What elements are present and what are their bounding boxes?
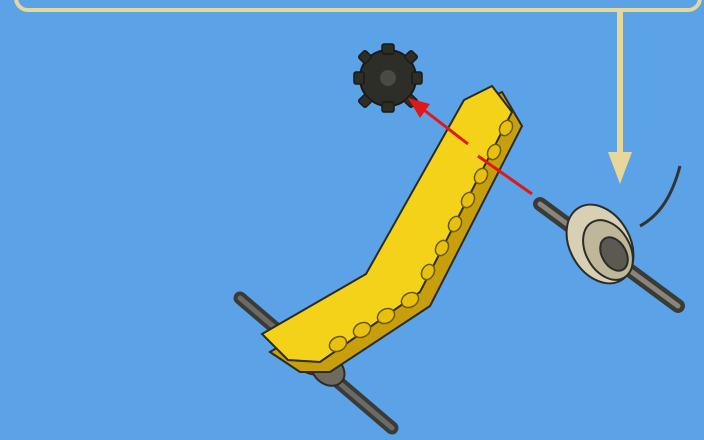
cable-icon	[640, 166, 680, 226]
motor-hub	[540, 166, 680, 306]
callout-arrow	[608, 8, 632, 184]
bent-beam	[262, 86, 522, 372]
